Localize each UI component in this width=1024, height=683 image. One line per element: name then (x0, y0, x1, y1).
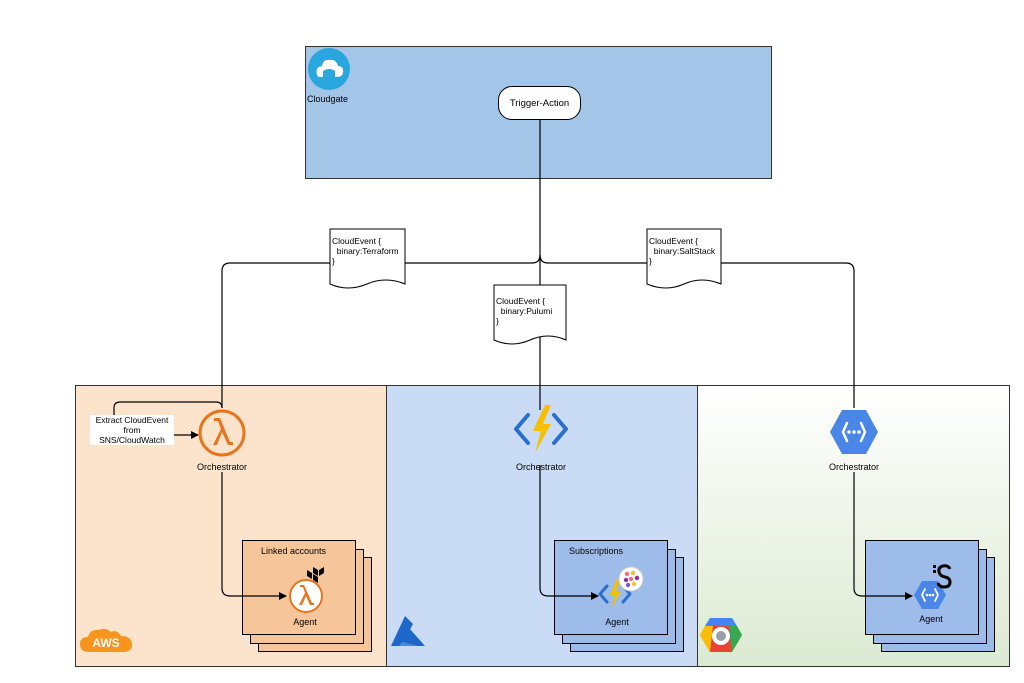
gcp-agent-line (853, 472, 913, 600)
aws-logo-icon: AWS (77, 626, 135, 656)
gcp-logo-icon (699, 615, 743, 655)
aws-agent-line (221, 472, 287, 600)
cloudgate-logo-icon (307, 47, 351, 91)
aws-orchestrator-label: Orchestrator (196, 462, 248, 472)
aws-extract-label: Extract CloudEvent from SNS/CloudWatch (90, 415, 174, 445)
saltstack-icon (930, 563, 954, 589)
cloudgate-label: Cloudgate (307, 94, 349, 104)
branch-aws-line (221, 254, 541, 408)
event-saltstack-text: CloudEvent { binary:SaltStack } (649, 236, 716, 266)
gcp-agent-functions-icon[interactable] (912, 579, 948, 611)
azure-logo-icon (387, 614, 427, 650)
doc-pulumi (493, 284, 567, 345)
terraform-icon (306, 565, 330, 589)
gcp-agent-label: Agent (919, 614, 943, 624)
event-terraform-text: CloudEvent { binary:Terraform } (332, 236, 399, 266)
aws-agent-lambda-icon[interactable] (288, 578, 324, 614)
aws-extract-line (113, 401, 223, 415)
azure-subscription-card-front (554, 540, 668, 635)
trigger-action-node[interactable]: Trigger-Action (498, 86, 581, 120)
aws-agent-label: Agent (293, 617, 317, 627)
azure-subscriptions-label: Subscriptions (569, 546, 624, 556)
branch-gcp-line (539, 254, 855, 408)
azure-functions-orchestrator-icon[interactable] (513, 403, 569, 455)
azure-orchestrator-label: Orchestrator (515, 462, 567, 472)
trigger-action-label: Trigger-Action (509, 97, 570, 109)
gcp-orchestrator-label: Orchestrator (828, 462, 880, 472)
aws-logo-label: AWS (92, 636, 120, 650)
event-pulumi-text: CloudEvent { binary:Pulumi } (496, 296, 553, 326)
aws-accounts-label: Linked accounts (261, 546, 327, 556)
doc-saltstack (646, 228, 722, 289)
azure-agent-label: Agent (605, 617, 629, 627)
gcp-functions-orchestrator-icon[interactable] (827, 407, 881, 457)
pulumi-icon (618, 566, 644, 592)
doc-terraform (329, 228, 406, 289)
aws-lambda-orchestrator-icon[interactable] (197, 408, 247, 458)
azure-agent-line (539, 465, 599, 600)
